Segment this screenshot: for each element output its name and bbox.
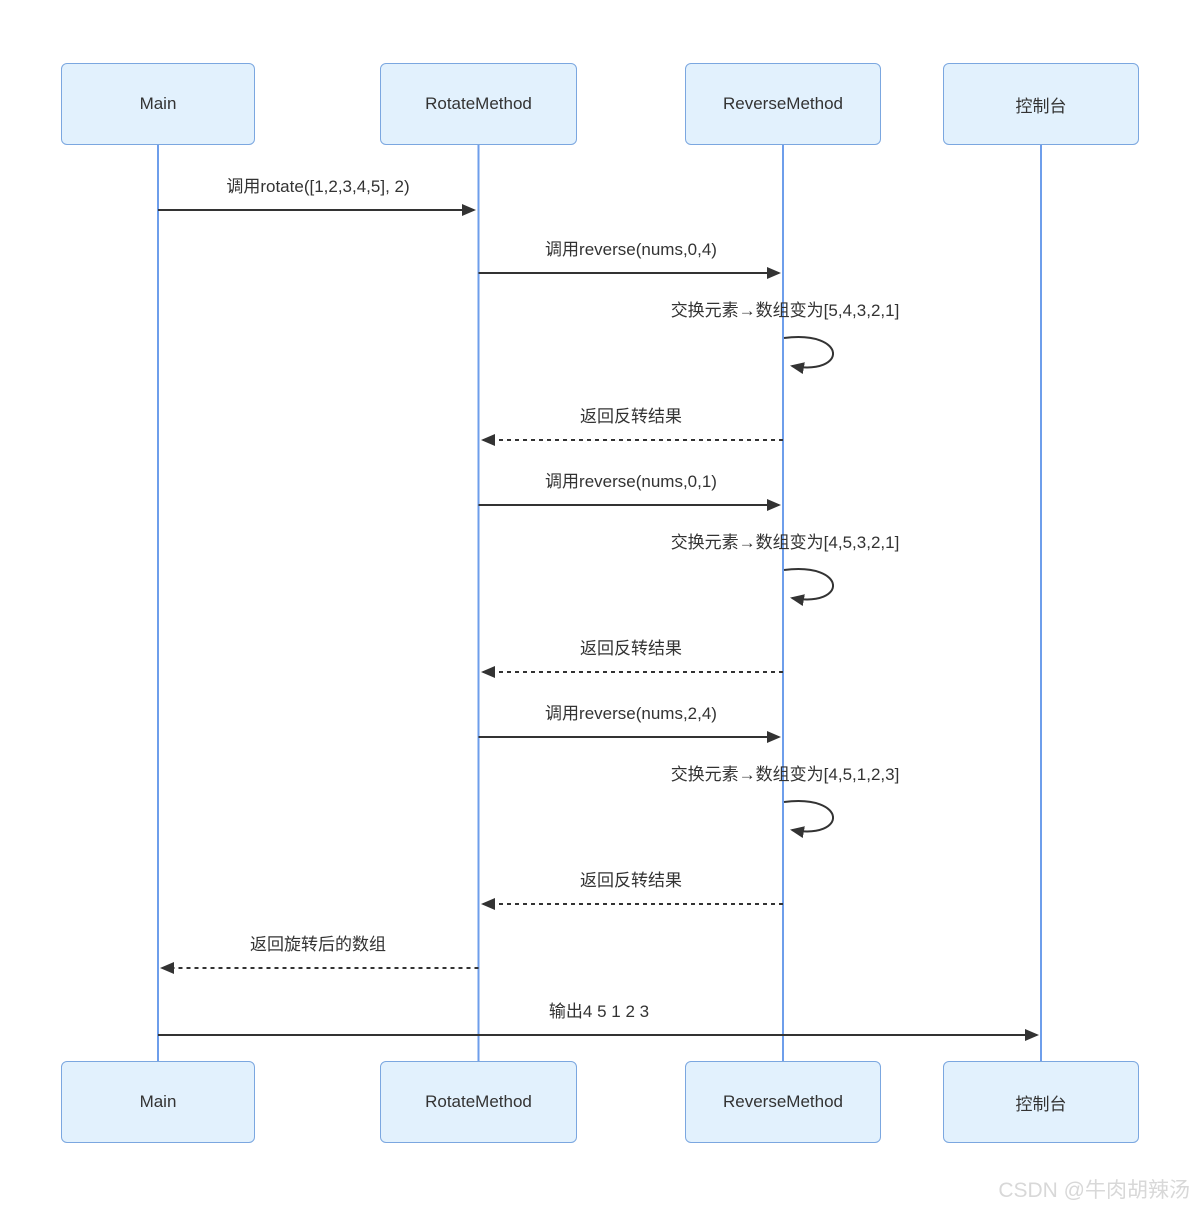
actor-main-label: Main xyxy=(139,1092,177,1111)
message-label-return-1: 返回反转结果 xyxy=(580,407,682,426)
actor-reversemethod-top: ReverseMethod xyxy=(685,63,881,145)
csdn-watermark: CSDN @牛肉胡辣汤 xyxy=(998,1179,1190,1202)
actor-main-bottom: Main xyxy=(61,1061,255,1143)
message-label-swap-1: 交换元素→数组变为[5,4,3,2,1] xyxy=(670,301,900,320)
actor-rotatemethod-top: RotateMethod xyxy=(380,63,577,145)
actor-console-label: 控制台 xyxy=(1015,1094,1067,1114)
message-label-call-reverse-3: 调用reverse(nums,2,4) xyxy=(545,704,717,723)
actor-rotatemethod-label: RotateMethod xyxy=(425,94,532,113)
actor-rotatemethod-label: RotateMethod xyxy=(425,1092,532,1111)
message-label-call-reverse-2: 调用reverse(nums,0,1) xyxy=(545,472,717,491)
message-arrow-selfloop-1 xyxy=(783,336,834,375)
actor-reversemethod-bottom: ReverseMethod xyxy=(685,1061,881,1143)
message-arrow-selfloop-2 xyxy=(783,568,834,607)
actor-main-label: Main xyxy=(139,94,177,113)
message-label-call-reverse-1: 调用reverse(nums,0,4) xyxy=(545,240,717,259)
message-label-return-2: 返回反转结果 xyxy=(580,639,682,658)
message-label-output: 输出4 5 1 2 3 xyxy=(548,1002,650,1021)
actor-console-top: 控制台 xyxy=(943,63,1139,145)
message-label-return-3: 返回反转结果 xyxy=(580,871,682,890)
message-label-swap-3: 交换元素→数组变为[4,5,1,2,3] xyxy=(670,765,900,784)
message-arrow-selfloop-3 xyxy=(783,800,834,839)
message-label-swap-2: 交换元素→数组变为[4,5,3,2,1] xyxy=(670,533,900,552)
actor-reversemethod-label: ReverseMethod xyxy=(722,1092,843,1111)
actor-main-top: Main xyxy=(61,63,255,145)
actor-reversemethod-label: ReverseMethod xyxy=(722,94,843,113)
actor-console-label: 控制台 xyxy=(1015,96,1067,116)
actor-rotatemethod-bottom: RotateMethod xyxy=(380,1061,577,1143)
message-label-call-rotate: 调用rotate([1,2,3,4,5], 2) xyxy=(226,177,410,196)
actor-console-bottom: 控制台 xyxy=(943,1061,1139,1143)
message-label-return-rotated: 返回旋转后的数组 xyxy=(250,935,386,954)
